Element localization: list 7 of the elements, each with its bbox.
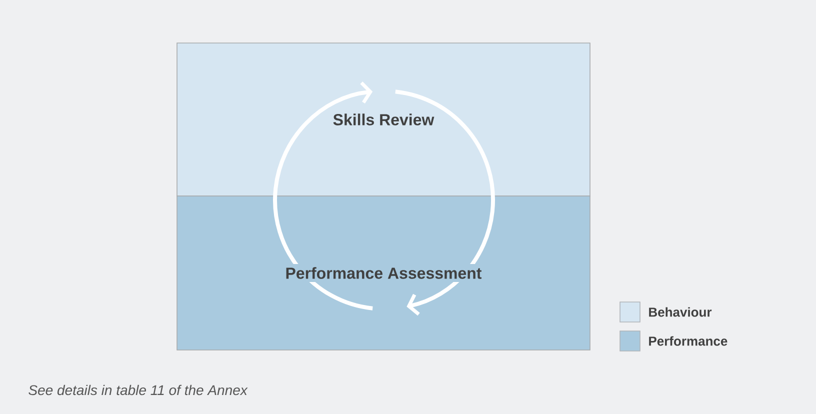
cycle-arrow bbox=[273, 81, 373, 310]
caption: See details in table 11 of the Annex bbox=[28, 384, 248, 396]
band-box: Performance Assessment bbox=[176, 196, 590, 350]
cycle-arrow bbox=[395, 90, 495, 316]
legend-label: Behaviour bbox=[649, 307, 712, 317]
band-box: Skills Review bbox=[176, 42, 590, 196]
legend-label: Performance bbox=[649, 336, 728, 346]
